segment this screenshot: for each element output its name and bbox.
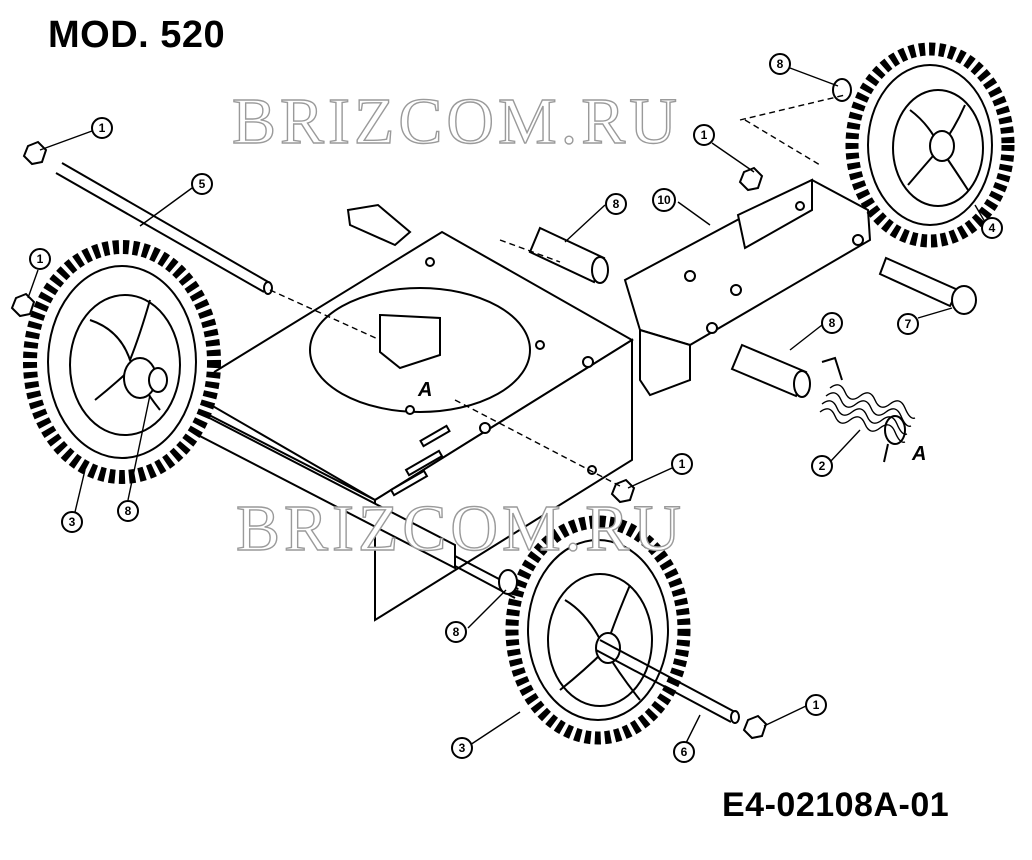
callout-5: 5: [191, 173, 213, 195]
callout-8d: 8: [117, 500, 139, 522]
callout-4: 4: [981, 217, 1003, 239]
nuts: [10, 140, 768, 740]
callout-3a: 3: [61, 511, 83, 533]
axle-rod-top-left: [55, 162, 273, 295]
reference-mark-deck: A: [417, 379, 432, 401]
callout-10: 10: [652, 188, 676, 212]
svg-text:3: 3: [69, 515, 76, 529]
callout-1d: 1: [671, 453, 693, 475]
svg-text:1: 1: [679, 457, 686, 471]
svg-text:8: 8: [613, 197, 620, 211]
svg-text:4: 4: [989, 221, 996, 235]
svg-text:2: 2: [819, 459, 826, 473]
svg-text:8: 8: [453, 625, 460, 639]
callout-1e: 1: [805, 694, 827, 716]
svg-text:5: 5: [199, 177, 206, 191]
svg-text:1: 1: [813, 698, 820, 712]
pivot-pin: [878, 256, 977, 315]
axle-rod-front: [595, 639, 740, 724]
svg-text:10: 10: [657, 193, 671, 207]
callout-1b: 1: [29, 248, 51, 270]
svg-text:7: 7: [905, 317, 912, 331]
svg-text:8: 8: [829, 316, 836, 330]
drawing-code: E4-02108A-01: [722, 786, 950, 824]
callout-6: 6: [673, 741, 695, 763]
callout-2: 2: [811, 455, 833, 477]
svg-text:8: 8: [777, 57, 784, 71]
svg-text:1: 1: [37, 252, 44, 266]
watermark-top: BRIZCOM.RU: [232, 85, 681, 158]
svg-text:1: 1: [99, 121, 106, 135]
spacer-tubes: [148, 78, 852, 595]
wheel-rear-right: [845, 42, 1015, 248]
callout-8b: 8: [821, 312, 843, 334]
svg-text:8: 8: [125, 504, 132, 518]
watermark-bottom: BRIZCOM.RU: [236, 492, 685, 565]
svg-text:3: 3: [459, 741, 466, 755]
callout-1a: 1: [91, 117, 113, 139]
callout-7: 7: [897, 313, 919, 335]
callout-1c: 1: [693, 124, 715, 146]
torsion-spring: [819, 356, 916, 463]
callout-leaders: [27, 67, 986, 746]
reference-mark-spring: A: [911, 443, 926, 465]
guide-lines: [269, 94, 846, 487]
callout-8a: 8: [605, 193, 627, 215]
callout-8e: 8: [445, 621, 467, 643]
rear-bracket: [623, 178, 872, 397]
callout-3b: 3: [451, 737, 473, 759]
callout-8c: 8: [769, 53, 791, 75]
wheel-left: [23, 240, 221, 484]
model-label: MOD. 520: [48, 14, 226, 56]
svg-text:1: 1: [701, 128, 708, 142]
svg-text:6: 6: [681, 745, 688, 759]
